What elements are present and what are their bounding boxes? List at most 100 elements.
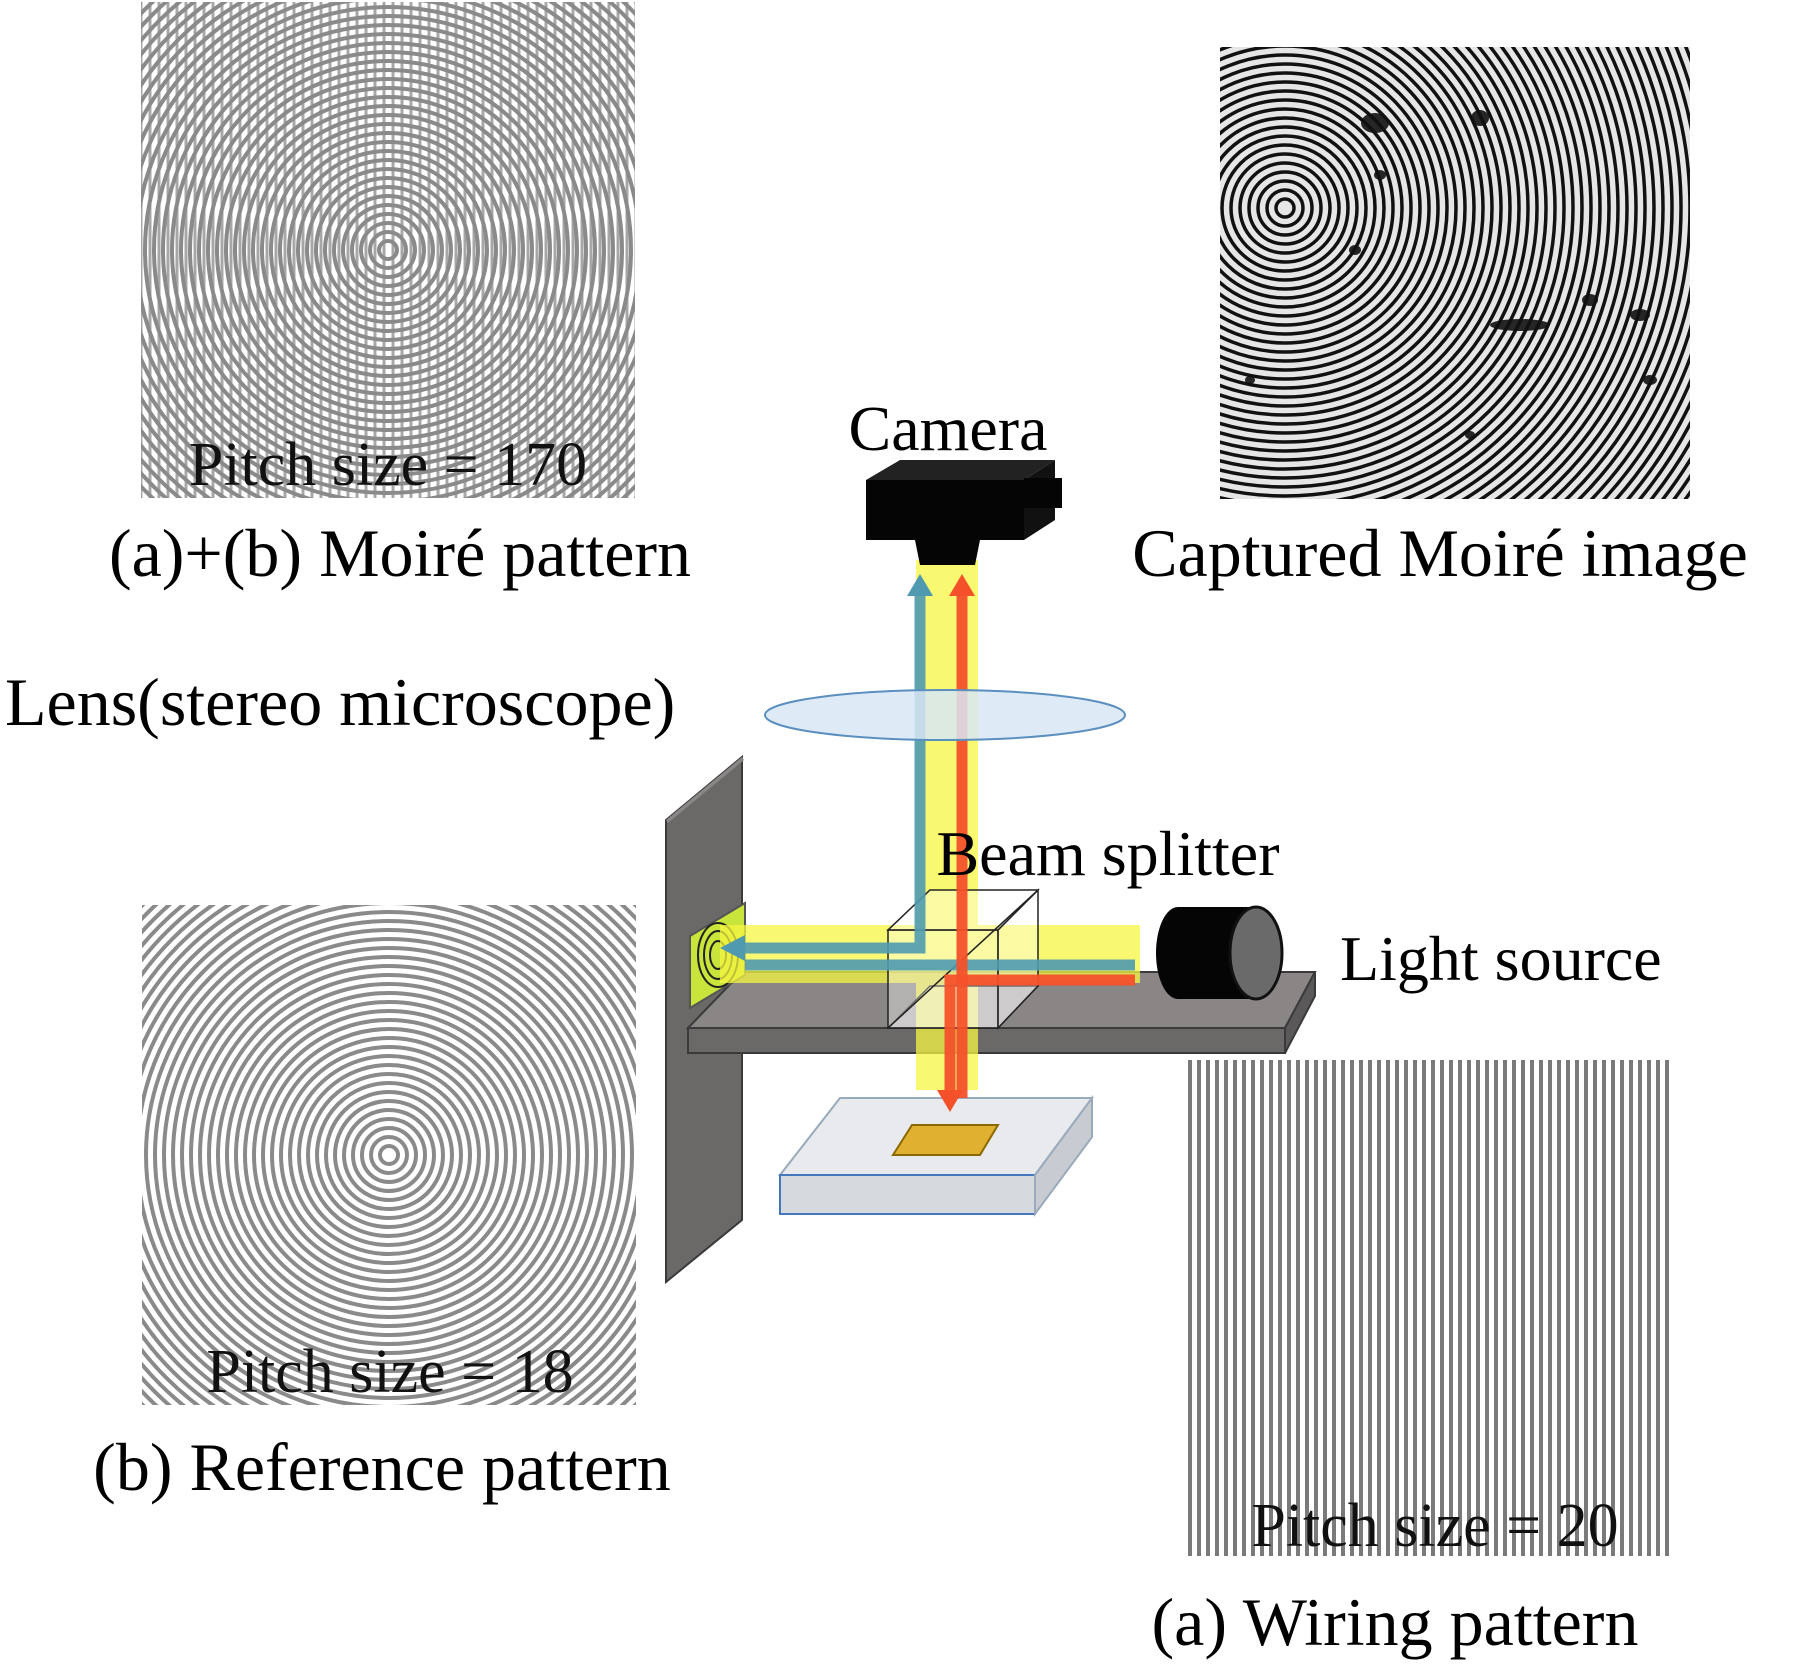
captured-caption: Captured Moiré image [1132, 515, 1748, 591]
ring [243, 1009, 535, 1301]
ring [188, 50, 588, 450]
ring [305, 167, 471, 333]
wiring-pitch-label: Pitch size = 20 [1251, 1492, 1618, 1560]
ring [1550, 47, 1683, 499]
ring [1265, 188, 1305, 228]
ring [314, 176, 462, 324]
captured-moire-image [1220, 47, 1690, 499]
ring [1220, 47, 1584, 499]
ring [1220, 47, 1476, 399]
ring [1238, 161, 1332, 255]
ring [377, 239, 399, 261]
ring [306, 1072, 472, 1238]
ring [1523, 47, 1665, 499]
ring [143, 5, 633, 495]
ring [1508, 47, 1656, 499]
ring [279, 1045, 499, 1265]
ring [1220, 47, 1566, 489]
ring [1423, 47, 1611, 499]
ring [1220, 47, 1557, 480]
ring [296, 158, 480, 342]
ring [1220, 47, 1458, 381]
ring [234, 1000, 544, 1310]
ring [1220, 47, 1485, 408]
ring [1220, 62, 1431, 354]
ring [161, 23, 615, 477]
ring [216, 982, 562, 1328]
ring [1220, 47, 1503, 426]
ring [1220, 143, 1350, 273]
ring [153, 919, 625, 1391]
ring [242, 104, 534, 396]
ring [1220, 116, 1377, 300]
ring [378, 1144, 400, 1166]
ring [1220, 47, 1548, 471]
ring [1220, 98, 1395, 318]
mounting-frame [665, 754, 1317, 1285]
beam-splitter-label: Beam splitter [936, 818, 1279, 889]
ring [1220, 47, 1575, 498]
lens-label: Lens(stereo microscope) [5, 664, 675, 740]
ring [369, 1135, 409, 1175]
ring [207, 973, 571, 1337]
ring [171, 937, 607, 1373]
ring [260, 122, 516, 378]
ring [1247, 170, 1323, 246]
lens [764, 689, 1126, 741]
ring [278, 140, 498, 360]
wiring-sample [891, 1124, 1000, 1156]
ring [252, 1018, 526, 1292]
ring [1220, 47, 1449, 372]
object-beam [937, 574, 1135, 1112]
camera-icon [866, 460, 1062, 565]
specimen-stage [777, 1094, 1094, 1218]
ring [197, 59, 579, 441]
ring [323, 185, 453, 315]
ring [179, 41, 597, 459]
ring [333, 1099, 445, 1211]
ring [251, 113, 525, 387]
wiring-caption: (a) Wiring pattern [1152, 1584, 1639, 1660]
ring [288, 1054, 490, 1256]
reference-caption: (b) Reference pattern [93, 1429, 671, 1505]
camera-label: Camera [849, 393, 1048, 464]
ring [198, 964, 580, 1346]
ring [189, 955, 589, 1355]
ring [1220, 47, 1467, 390]
ring [1220, 134, 1359, 282]
reference-pitch-label: Pitch size = 18 [206, 1338, 573, 1406]
ring [206, 68, 570, 432]
ring [170, 32, 606, 468]
ring [1274, 197, 1296, 219]
ring [297, 1063, 481, 1247]
ring [1537, 47, 1674, 499]
ring [342, 1108, 436, 1202]
ring [1400, 47, 1602, 499]
ring [315, 1081, 463, 1229]
ring [1220, 47, 1521, 444]
ring [269, 131, 507, 369]
ring [1229, 152, 1341, 264]
ring [215, 77, 561, 423]
ring [1220, 71, 1422, 345]
moire-pattern-image [141, 2, 635, 498]
ring [1493, 47, 1647, 499]
ring [1220, 80, 1413, 336]
ring [1220, 125, 1368, 291]
ring [359, 221, 417, 279]
ring [1220, 107, 1386, 309]
ring [225, 991, 553, 1319]
ring [233, 95, 543, 405]
ring [341, 203, 435, 297]
ring [162, 928, 616, 1382]
ring [1477, 47, 1638, 499]
ring [261, 1027, 517, 1283]
ring [1220, 47, 1494, 417]
ring [287, 149, 489, 351]
ring [1220, 89, 1404, 327]
ring [1220, 53, 1440, 363]
wiring-pattern-image [1185, 1060, 1673, 1556]
ring [1461, 47, 1629, 499]
light-source-label: Light source [1340, 923, 1662, 994]
